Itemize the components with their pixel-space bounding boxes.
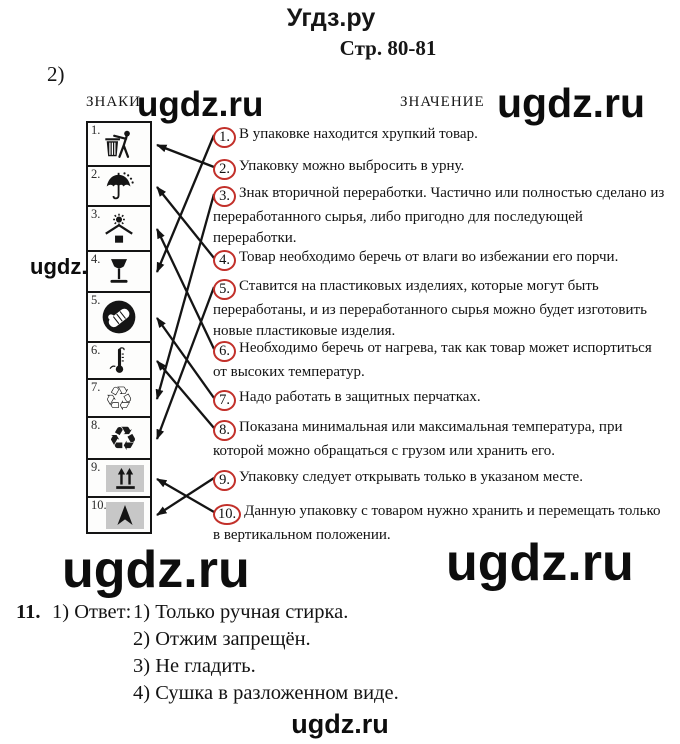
circled-number: 4. [213, 250, 236, 271]
meaning-text: Данную упаковку с товаром нужно хранить … [213, 503, 661, 543]
task-11-answer: 3) Не гладить. [133, 655, 256, 677]
symbol-row-8: 8. ♻ [88, 418, 150, 460]
signs-column-header: ЗНАКИ [86, 94, 142, 110]
match-line [155, 193, 216, 400]
page-reference: Стр. 80-81 [339, 36, 437, 60]
task-11-number: 11. [16, 601, 41, 623]
symbol-number: 3. [91, 207, 101, 221]
symbol-number: 10. [91, 498, 107, 512]
meaning-column-header: ЗНАЧЕНИЕ [400, 94, 485, 110]
symbol-number: 2. [91, 167, 101, 181]
symbol-row-4: 4. [88, 252, 150, 293]
symbol-row-3: 3. [88, 207, 150, 252]
meaning-text: Товар необходимо беречь от влаги во избе… [239, 249, 619, 265]
meaning-item: 1.В упаковке находится хрупкий товар. [213, 124, 665, 148]
task-11-answer-prefix: 1) Ответ: [52, 601, 132, 623]
watermark: ugdz.ru [446, 534, 634, 592]
symbol-number: 7. [91, 380, 101, 394]
meaning-item: 10.Данную упаковку с товаром нужно храни… [213, 501, 665, 546]
meaning-item: 3.Знак вторичной переработки. Частично и… [213, 183, 665, 249]
symbol-number: 5. [91, 293, 101, 307]
meaning-text: Необходимо беречь от нагрева, так как то… [213, 340, 652, 380]
circled-number: 2. [213, 159, 236, 180]
symbol-row-7: 7. ♲ [88, 380, 150, 418]
meaning-text: Упаковку можно выбросить в урну. [239, 158, 465, 174]
circled-number: 10. [213, 504, 242, 525]
thermometer-icon [104, 345, 135, 376]
symbol-row-5: 5. [88, 293, 150, 343]
recycled-arrows-icon: ♻ [108, 418, 138, 458]
symbols-table: 1. 2. [86, 121, 152, 534]
circled-number: 8. [213, 420, 236, 441]
match-line [156, 317, 215, 399]
watermark: ugdz.ru [497, 80, 646, 126]
circled-number: 3. [213, 186, 236, 207]
match-line [155, 286, 216, 440]
protective-gloves-icon [100, 298, 138, 336]
meaning-item: 8.Показана минимальная или максимальная … [213, 417, 665, 462]
match-line [156, 143, 215, 169]
symbol-row-2: 2. [88, 167, 150, 207]
match-line [156, 360, 215, 429]
task-11-answer: 2) Отжим запрещён. [133, 628, 311, 650]
symbol-number: 4. [91, 252, 101, 266]
meaning-item: 7.Надо работать в защитных перчатках. [213, 387, 665, 411]
match-line [156, 478, 215, 513]
footer-watermark: ugdz.ru [291, 709, 389, 739]
watermark: ugdz.ru [137, 85, 264, 124]
this-way-up-arrows-icon [106, 464, 144, 492]
symbol-number: 8. [91, 418, 101, 432]
meaning-item: 5.Ставится на пластиковых изделиях, кото… [213, 276, 665, 342]
symbol-row-9: 9. [88, 460, 150, 498]
upright-arrow-icon [106, 501, 144, 529]
meaning-text: В упаковке находится хрупкий товар. [239, 126, 478, 142]
tidyman-throw-in-bin-icon [102, 128, 136, 161]
task-11-answer: 1) Только ручная стирка. [133, 601, 349, 623]
symbol-number: 6. [91, 343, 101, 357]
circled-number: 6. [213, 341, 236, 362]
connection-lines [155, 134, 216, 516]
meaning-item: 6.Необходимо беречь от нагрева, так как … [213, 338, 665, 383]
match-line [155, 228, 216, 350]
watermark: ugdz.ru [62, 541, 250, 599]
recycling-mobius-loop-icon: ♲ [104, 378, 134, 418]
meaning-text: Знак вторичной переработки. Частично или… [213, 185, 665, 246]
meaning-item: 2.Упаковку можно выбросить в урну. [213, 156, 665, 180]
meaning-text: Надо работать в защитных перчатках. [239, 389, 481, 405]
match-line [156, 186, 215, 259]
meaning-text: Показана минимальная или максимальная те… [213, 419, 623, 459]
symbol-number: 9. [91, 460, 101, 474]
umbrella-keep-dry-icon [103, 171, 136, 202]
task-11-answer: 4) Сушка в разложенном виде. [133, 682, 399, 704]
fragile-glass-icon [103, 256, 135, 288]
symbol-number: 1. [91, 123, 101, 137]
symbol-row-6: 6. [88, 343, 150, 380]
meaning-item: 4.Товар необходимо беречь от влаги во из… [213, 247, 665, 271]
site-title: Угдз.ру [286, 4, 376, 32]
meaning-text: Упаковку следует открывать только в указ… [239, 469, 583, 485]
circled-number: 9. [213, 470, 236, 491]
circled-number: 7. [213, 390, 236, 411]
symbol-row-1: 1. [88, 123, 150, 167]
meaning-item: 9.Упаковку следует открывать только в ук… [213, 467, 665, 491]
keep-away-from-sunlight-icon [102, 212, 136, 246]
task-2-label: 2) [47, 62, 65, 86]
meaning-text: Ставится на пластиковых изделиях, которы… [213, 278, 647, 339]
circled-number: 5. [213, 279, 236, 300]
circled-number: 1. [213, 127, 236, 148]
symbol-row-10: 10. [88, 498, 150, 532]
